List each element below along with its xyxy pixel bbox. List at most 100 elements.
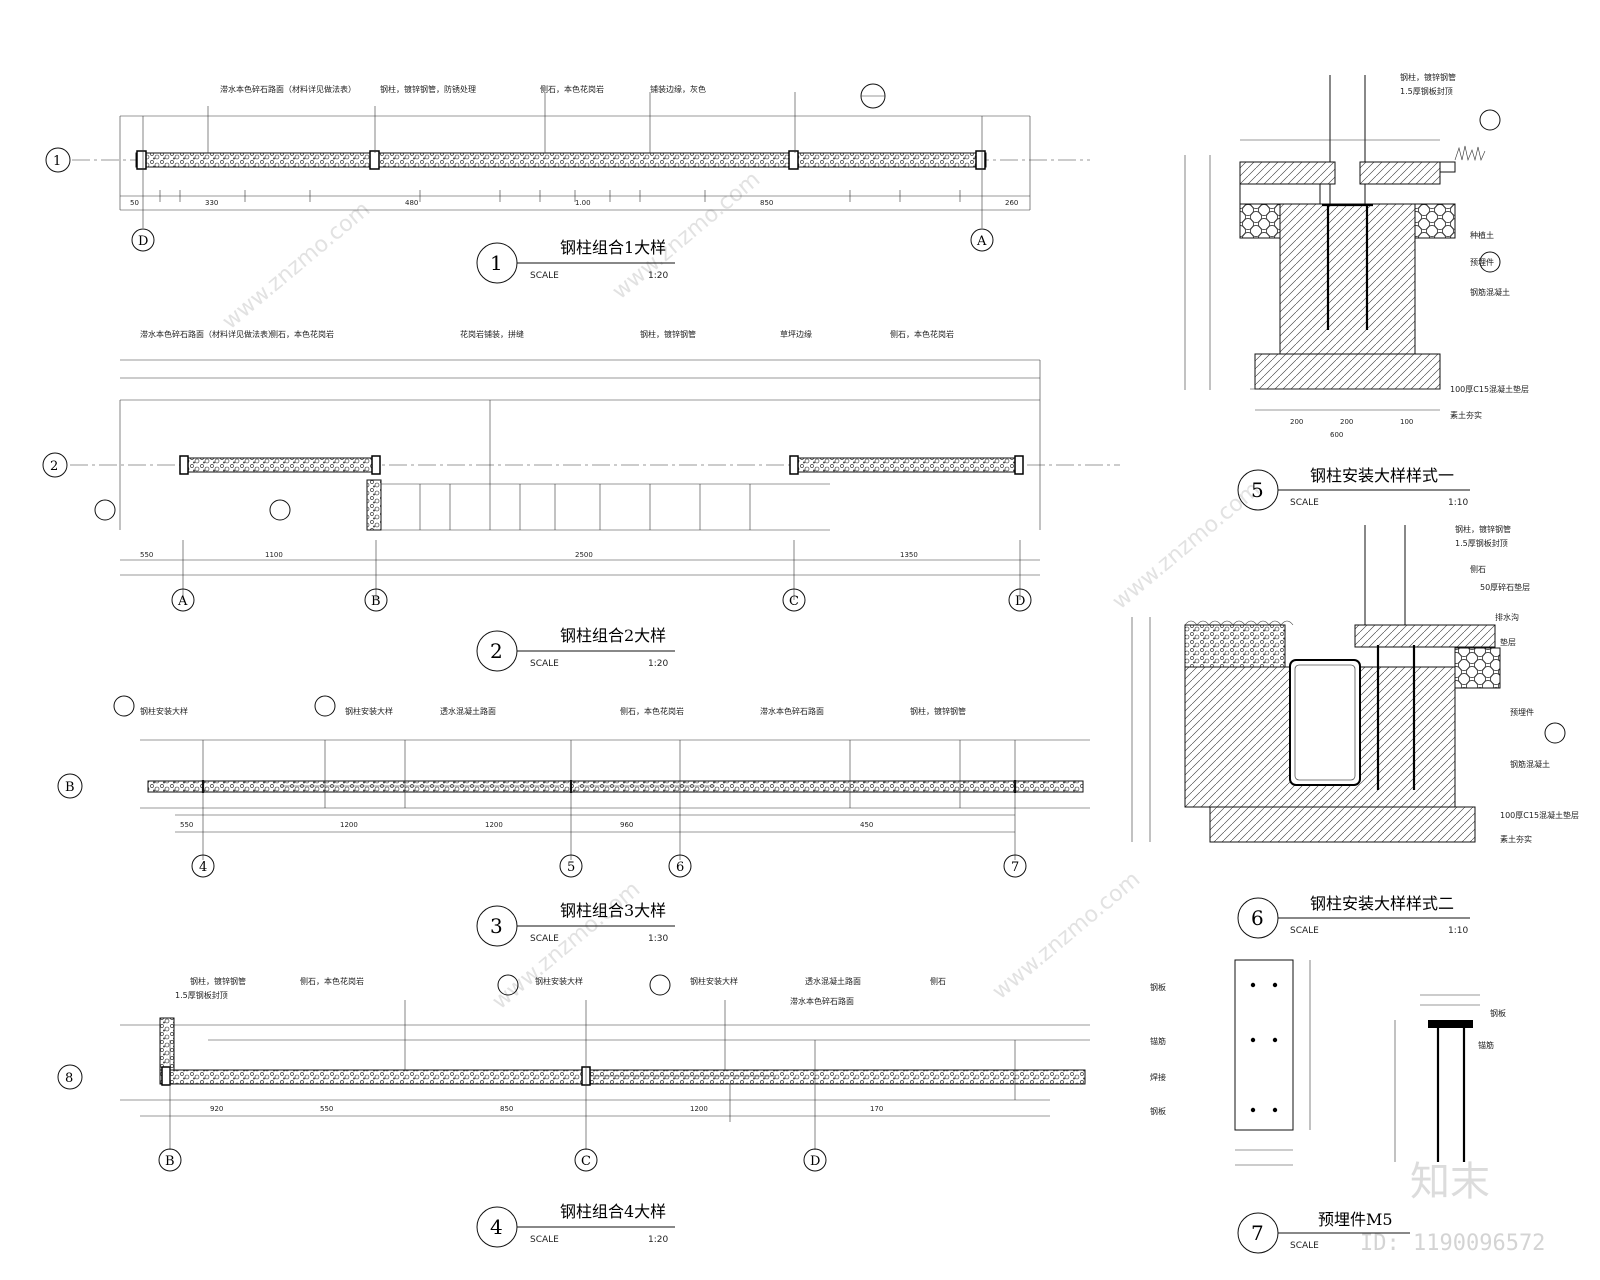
axis-bubble-d1-1 [131,228,155,252]
detail-6-scale: 1:10 [1448,926,1468,936]
axis-bubble-d3-3 [668,854,692,878]
svg-text:170: 170 [870,1105,883,1113]
svg-text:种植土: 种植土 [1470,230,1494,240]
svg-text:钢柱，镀锌钢管，防锈处理: 钢柱，镀锌钢管，防锈处理 [380,84,476,94]
detail-1-number: 1 [490,251,503,275]
watermark-brand: 知末 [1410,1159,1490,1205]
axis-bubble-d4-3 [803,1148,827,1172]
detail-5-scale: 1:10 [1448,498,1468,508]
svg-text:260: 260 [1005,199,1018,207]
axis-label-d3-3: 6 [676,860,684,875]
svg-text:侧石: 侧石 [930,976,946,986]
svg-text:330: 330 [205,199,218,207]
svg-text:预埋件: 预埋件 [1510,707,1534,717]
svg-text:钢柱安装大样: 钢柱安装大样 [140,706,188,716]
svg-text:素土夯实: 素土夯实 [1450,410,1482,420]
axis-bubble-d2-2 [364,588,388,612]
svg-text:锚筋: 锚筋 [1150,1036,1166,1046]
detail-4-number: 4 [490,1215,503,1239]
detail-2-scale: 1:20 [648,659,668,669]
detail-4-title: 钢柱组合4大样 [560,1202,666,1221]
axis-label-d1-1: D [138,234,148,249]
detail-1-title-block: 1 钢柱组合1大样 SCALE 1:20 [476,238,675,284]
detail-7-title: 预埋件M5 [1318,1210,1393,1229]
svg-text:100厚C15混凝土垫层: 100厚C15混凝土垫层 [1500,810,1579,820]
svg-text:1200: 1200 [485,821,503,829]
row-marker-1 [45,147,71,173]
detail-1-title: 钢柱组合1大样 [560,238,666,257]
axis-label-d3-2: 5 [567,860,575,875]
svg-text:1.5厚钢板封顶: 1.5厚钢板封顶 [175,990,228,1000]
axis-label-d1-2: A [976,234,987,249]
detail-1-scale-label: SCALE [530,271,559,281]
row-marker-B [57,773,83,799]
detail-3-number: 3 [490,914,503,938]
axis-label-d3-4: 7 [1011,860,1019,875]
detail-2-title: 钢柱组合2大样 [560,626,666,645]
svg-text:预埋件: 预埋件 [1470,257,1494,267]
watermark-site-2: www.znzmo.com [608,167,765,305]
svg-text:侧石，本色花岗岩: 侧石，本色花岗岩 [270,329,334,339]
svg-text:200: 200 [1340,418,1353,426]
axis-label-d4-3: D [810,1154,820,1169]
svg-text:850: 850 [760,199,773,207]
detail-6-drawing: 钢柱，镀锌钢管 1.5厚钢板封顶 侧石 50厚碎石垫层 排水沟 垫层 预埋件 钢… [1131,524,1579,844]
detail-4-scale: 1:20 [648,1235,668,1245]
svg-text:50: 50 [130,199,139,207]
detail-2-title-block: 2 钢柱组合2大样 SCALE 1:20 [476,626,675,672]
detail-5-scale-label: SCALE [1290,498,1319,508]
svg-text:1.5厚钢板封顶: 1.5厚钢板封顶 [1400,86,1453,96]
svg-text:钢板: 钢板 [1150,982,1166,992]
svg-text:侧石，本色花岗岩: 侧石，本色花岗岩 [890,329,954,339]
svg-text:花岗岩铺装，拼缝: 花岗岩铺装，拼缝 [460,329,524,339]
detail-6-title-block: 6 钢柱安装大样样式二 SCALE 1:10 [1237,894,1470,939]
svg-text:钢柱，镀锌钢管: 钢柱，镀锌钢管 [190,976,246,986]
detail-5-number: 5 [1251,478,1264,502]
svg-text:侧石: 侧石 [1470,564,1486,574]
axis-bubble-d2-1 [171,588,195,612]
axis-label-d2-4: D [1015,594,1025,609]
svg-text:450: 450 [860,821,873,829]
svg-text:550: 550 [320,1105,333,1113]
axis-label-d2-1: A [177,594,188,609]
svg-text:1200: 1200 [340,821,358,829]
axis-label-d4-2: C [581,1154,591,1169]
svg-text:钢筋混凝土: 钢筋混凝土 [1470,287,1510,297]
svg-text:钢柱，镀锌钢管: 钢柱，镀锌钢管 [1400,72,1456,82]
axis-label-d2-2: B [371,594,381,609]
axis-label-d4-1: B [165,1154,175,1169]
axis-label-d3-1: 4 [199,860,207,875]
detail-5-title-block: 5 钢柱安装大样样式一 SCALE 1:10 [1237,466,1470,511]
detail-3-scale: 1:30 [648,934,668,944]
detail-3-title: 钢柱组合3大样 [560,901,666,920]
axis-bubble-d4-1 [158,1148,182,1172]
detail-6-number: 6 [1251,906,1264,930]
watermark-site-5: www.znzmo.com [988,867,1145,1005]
svg-text:滞水本色碎石路面: 滞水本色碎石路面 [760,706,824,716]
svg-text:550: 550 [140,551,153,559]
svg-text:550: 550 [180,821,193,829]
svg-text:钢柱安装大样: 钢柱安装大样 [345,706,393,716]
svg-text:钢柱，镀锌钢管: 钢柱，镀锌钢管 [1455,524,1511,534]
svg-text:200: 200 [1290,418,1303,426]
svg-text:1350: 1350 [900,551,918,559]
svg-text:850: 850 [500,1105,513,1113]
row-marker-2-label: 2 [50,459,58,474]
svg-text:钢柱，镀锌钢管: 钢柱，镀锌钢管 [640,329,696,339]
row-marker-8-label: 8 [65,1071,73,1086]
svg-text:侧石，本色花岗岩: 侧石，本色花岗岩 [540,84,604,94]
row-marker-1-label: 1 [53,154,61,169]
detail-7-drawing: 钢板 锚筋 焊接 钢板 钢板 锚筋 [1150,959,1506,1166]
detail-3-title-block: 3 钢柱组合3大样 SCALE 1:30 [476,901,675,947]
svg-text:钢板: 钢板 [1490,1008,1506,1018]
axis-label-d2-3: C [789,594,799,609]
detail-7-scale-label: SCALE [1290,1241,1319,1251]
axis-bubble-d2-4 [1008,588,1032,612]
svg-text:480: 480 [405,199,418,207]
detail-1-scale: 1:20 [648,271,668,281]
svg-text:100厚C15混凝土垫层: 100厚C15混凝土垫层 [1450,384,1529,394]
svg-text:钢板: 钢板 [1150,1106,1166,1116]
